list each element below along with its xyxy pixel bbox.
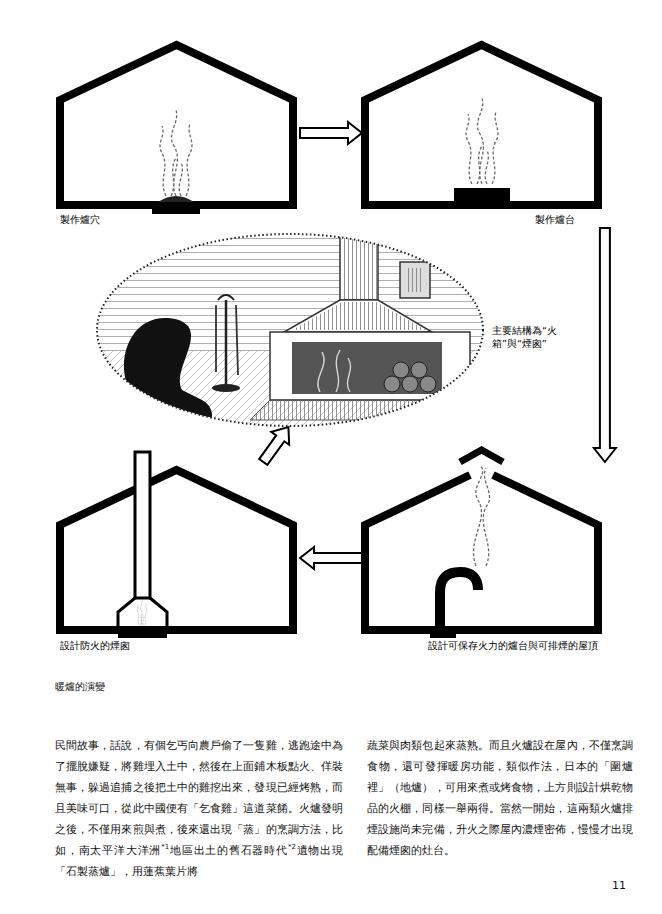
house-pit (60, 45, 293, 214)
house-platform (365, 45, 598, 205)
stage-label: 設計防火的煙囪 (60, 639, 130, 652)
fireplace-scene (95, 226, 490, 436)
house-chimney (60, 452, 293, 638)
text-column: 蔬菜與肉類包起來蒸熟。而且火爐設在屋內，不僅烹調食物，還可發揮暖房功能，類似作法… (367, 735, 633, 861)
footnote-mark: *2 (288, 843, 296, 851)
figure-caption: 暖爐的演變 (55, 680, 105, 694)
page-number-box: 11 (612, 879, 626, 893)
house-stove (365, 450, 598, 638)
flow-arrow (300, 547, 362, 569)
stage-node: 製作爐台 (362, 38, 615, 228)
text-column: 民間故事，話說，有個乞丐向農戶偷了一隻雞，逃跑途中為了擺脫嫌疑，將雞埋入土中，然… (55, 735, 343, 882)
page-number-text: 11 (612, 879, 626, 892)
caption-box: 暖爐的演變 (55, 680, 105, 694)
stage-node: 主要結構為“火箱”與“煙囪” (95, 232, 591, 427)
body-text: 民間故事，話說，有個乞丐向農戶偷了一隻雞，逃跑途中為了擺脫嫌疑，將雞埋入土中，然… (55, 735, 343, 882)
stage-label: 設計可保存火力的爐台與可排煙的屋頂 (428, 639, 598, 652)
stage-label: 製作爐台 (535, 213, 575, 226)
body-text-run: 蔬菜與肉類包起來蒸熟。而且火爐設在屋內，不僅烹調食物，還可發揮暖房功能，類似作法… (367, 739, 633, 857)
stage-node: 設計可保存火力的爐台與可排煙的屋頂 (362, 462, 615, 654)
stage-node: 設計防火的煙囪 (55, 462, 300, 654)
stage-label: 製作爐穴 (60, 213, 100, 226)
footnote-mark: *1 (161, 843, 169, 851)
stage-label: 主要結構為“火箱”與“煙囪” (492, 324, 587, 350)
body-text: 蔬菜與肉類包起來蒸熟。而且火爐設在屋內，不僅烹調食物，還可發揮暖房功能，類似作法… (367, 735, 633, 861)
stage-node: 製作爐穴 (55, 38, 300, 228)
body-text-run: 地區出土的舊石器時代 (169, 844, 288, 857)
flow-arrow (259, 427, 289, 465)
flow-arrow (594, 228, 616, 462)
page-number: 11 (612, 879, 626, 893)
flow-arrow (300, 122, 362, 144)
body-text-run: 民間故事，話說，有個乞丐向農戶偷了一隻雞，逃跑途中為了擺脫嫌疑，將雞埋入土中，然… (55, 739, 343, 857)
